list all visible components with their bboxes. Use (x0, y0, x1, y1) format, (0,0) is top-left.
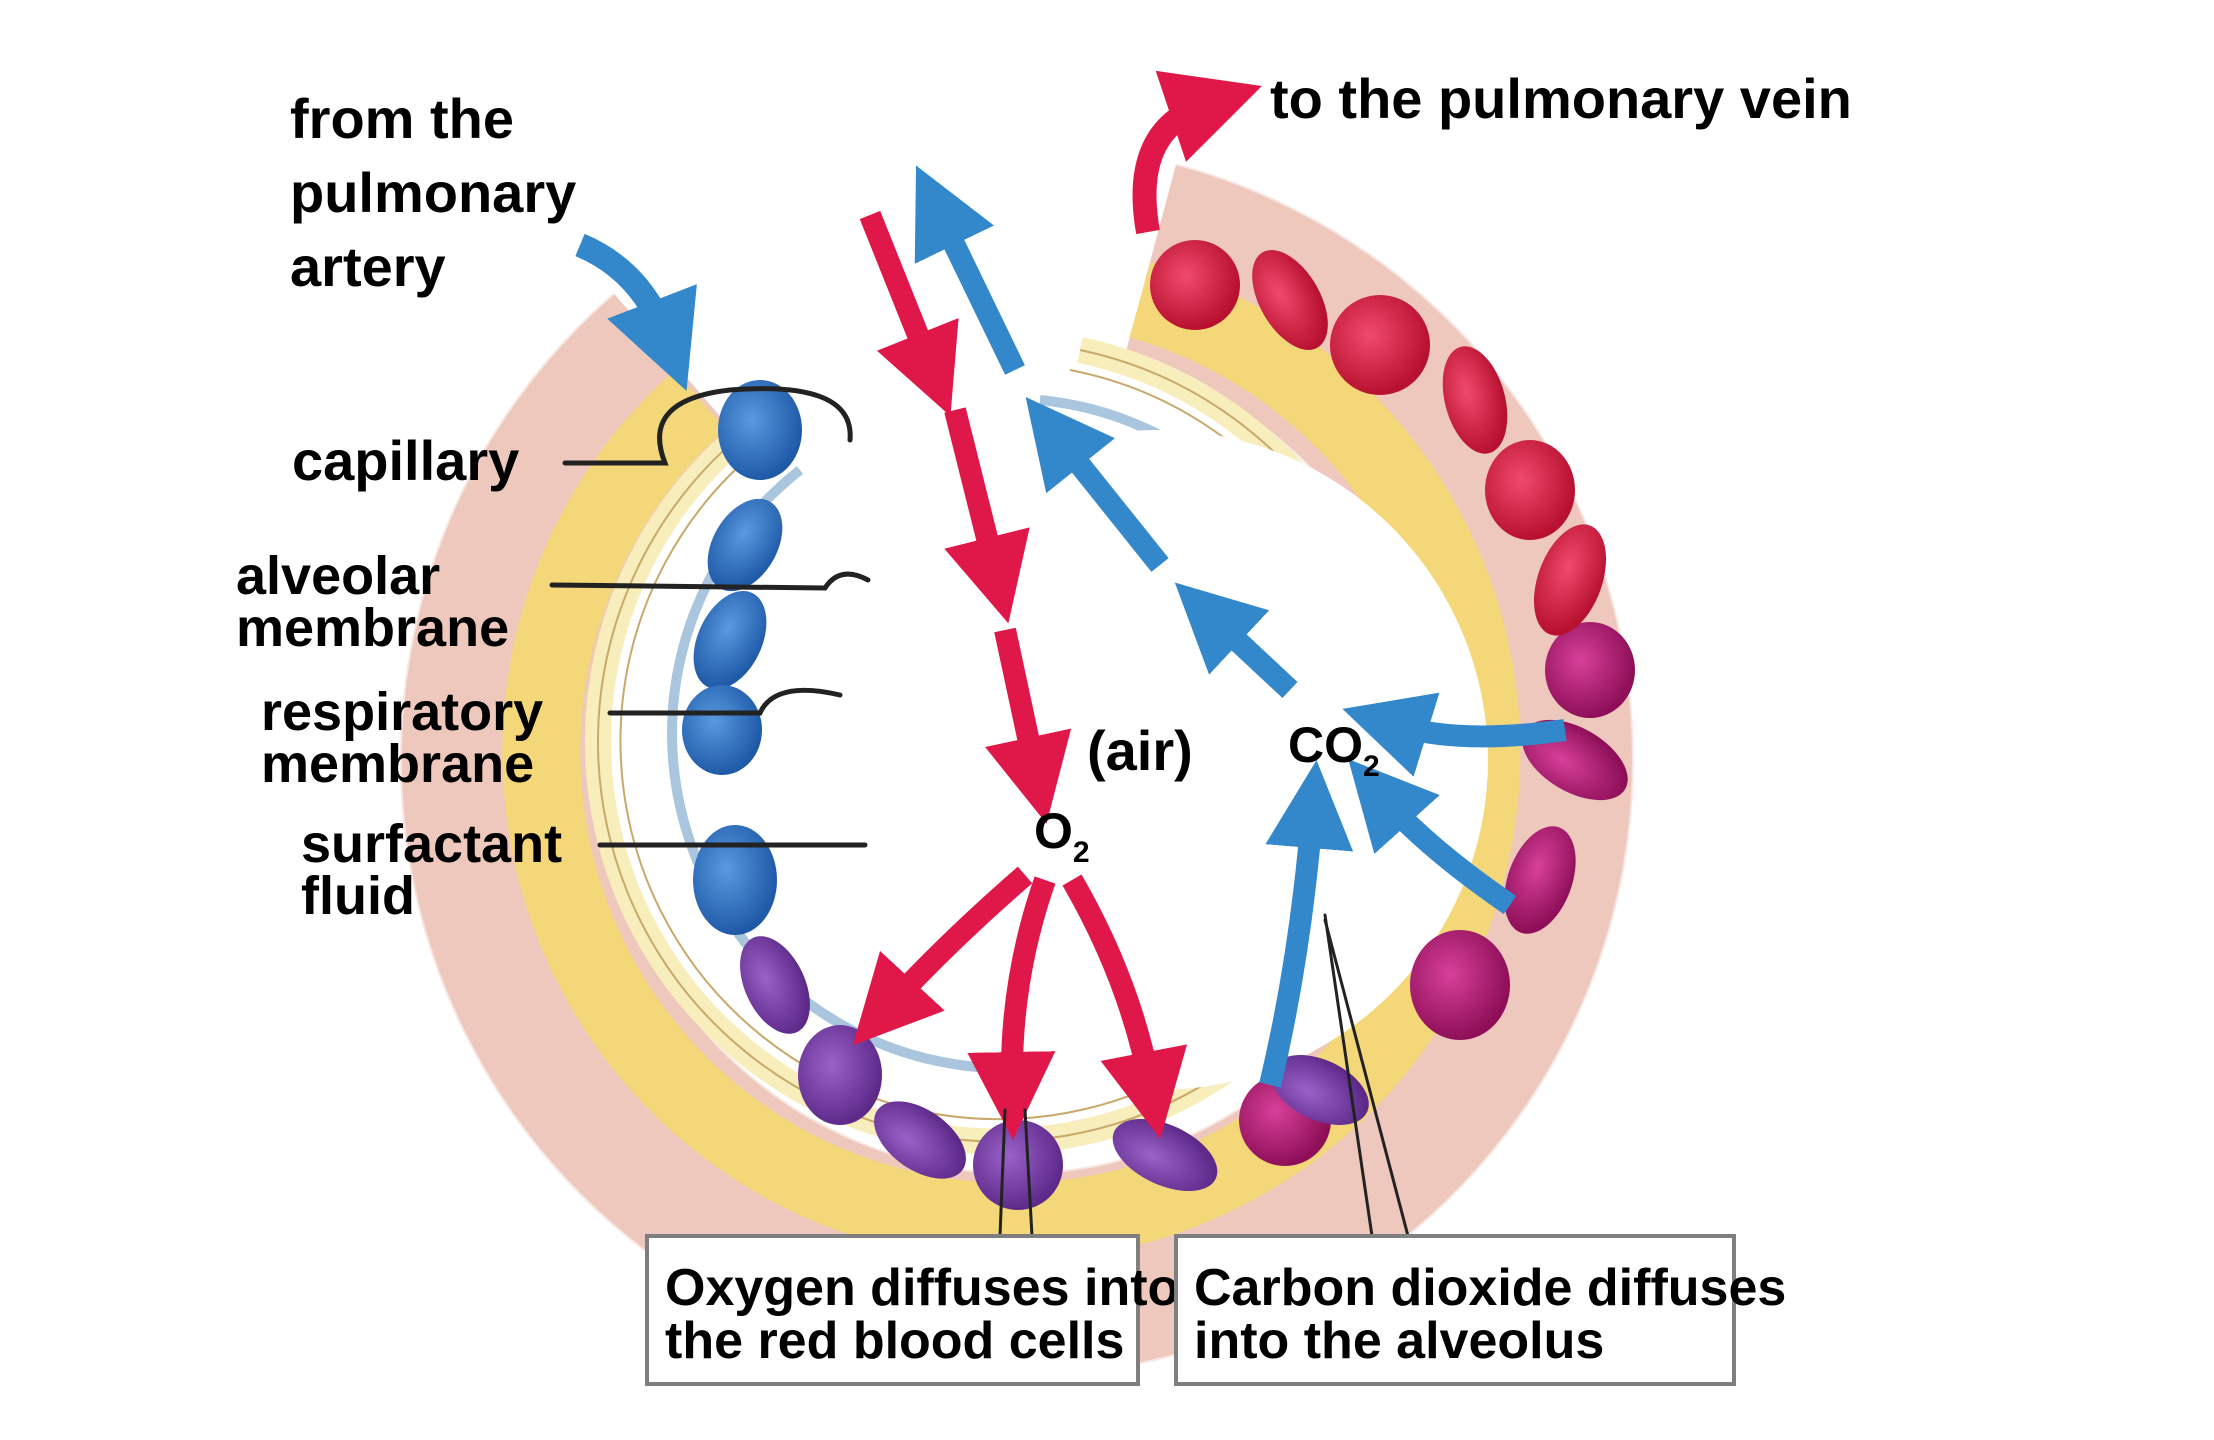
o2-diffuse-arrow-left (852, 866, 1033, 1046)
oxygen-arrows (852, 70, 1262, 1140)
co2-out-arrow-2 (1025, 397, 1169, 572)
co2-diffuse-arrow-right (1342, 692, 1567, 777)
o2-diffuse-arrow-mid (967, 876, 1056, 1140)
alveolar-membrane-label: alveolar membrane (236, 546, 509, 658)
o2-diffuse-arrow-right (1062, 874, 1188, 1140)
leader-lines (549, 386, 1410, 1238)
to-vein-arrow (1132, 70, 1262, 235)
respiratory-membrane-label: respiratory membrane (261, 682, 558, 794)
respiratory-membrane-leader (607, 687, 843, 716)
co2-callout: Carbon dioxide diffuses into the alveolu… (1174, 1234, 1801, 1386)
svg-text:Carbon dioxide diffuses: Carbon dioxide diffuses into the alveolu… (1194, 1259, 1801, 1370)
to-vein-label: to the pulmonary vein (1270, 67, 1852, 130)
capillary-label: capillary (292, 429, 519, 492)
red-blood-cells (682, 240, 1635, 1210)
o2-inflow-arrow-2 (944, 407, 1030, 624)
co2-out-arrow-1 (914, 165, 1025, 375)
from-artery-label: from the pulmonary artery (290, 87, 592, 298)
co2-diffuse-arrow-lower (1348, 759, 1517, 915)
capillary-plasma (502, 262, 1521, 1262)
o2-inflow-arrow-3 (985, 627, 1072, 824)
alveolar-membrane-leader (549, 571, 871, 591)
surfactant-fluid-label: surfactant fluid (301, 814, 577, 926)
co2-callout-leader (1323, 913, 1410, 1238)
co2-arrows (575, 165, 1567, 1088)
o2-label: O2 (1034, 803, 1090, 869)
svg-text:Oxygen diffuses into the: Oxygen diffuses into the red blood cells (665, 1259, 1194, 1370)
oxygen-callout: Oxygen diffuses into the red blood cells (645, 1234, 1194, 1386)
from-artery-arrow (575, 233, 697, 391)
co2-out-arrow-3 (1174, 582, 1298, 699)
o2-inflow-arrow-1 (859, 210, 959, 417)
co2-label: CO2 (1288, 717, 1380, 783)
air-label: (air) (1087, 719, 1193, 782)
oxygen-callout-leader (998, 1108, 1034, 1238)
capillary-leader (562, 386, 853, 466)
co2-diffuse-arrow-bottom (1259, 760, 1354, 1088)
